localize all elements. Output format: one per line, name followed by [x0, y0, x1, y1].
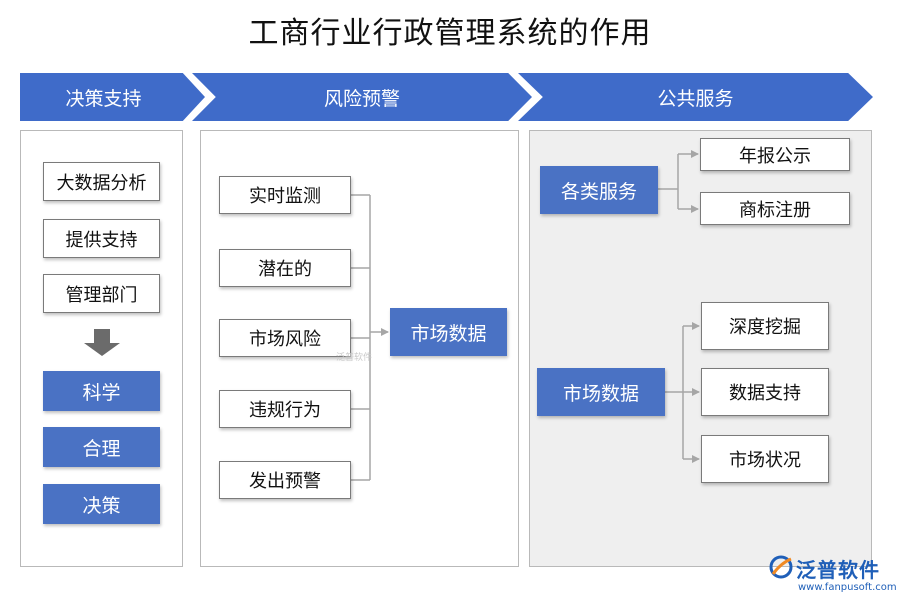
result-label: 科学 [82, 381, 121, 404]
item-label: 发出预警 [249, 471, 321, 492]
target-label: 市场数据 [410, 322, 487, 345]
data-market-status: 市场状况 [701, 435, 829, 483]
watermark: 泛普软件 [336, 353, 373, 363]
header-risk-warning-label: 风险预警 [323, 87, 400, 110]
result-label: 决策 [82, 494, 121, 517]
header-decision-support-label: 决策支持 [65, 87, 142, 110]
item-real-time-monitoring: 实时监测 [219, 176, 351, 214]
data-label: 市场状况 [729, 450, 801, 471]
source-label: 市场数据 [562, 382, 639, 405]
item-label: 市场风险 [249, 329, 321, 350]
item-issue-warning: 发出预警 [219, 461, 351, 499]
result-label: 合理 [82, 437, 121, 460]
item-label: 潜在的 [258, 259, 312, 280]
logo-url: www.fanpusoft.com [798, 582, 897, 593]
box-label: 管理部门 [65, 284, 138, 306]
box-management-department: 管理部门 [43, 274, 160, 313]
source-label: 各类服务 [560, 180, 637, 203]
box-label: 提供支持 [65, 229, 138, 251]
logo-mark-icon [769, 555, 793, 579]
item-market-risk: 市场风险 [219, 319, 351, 357]
box-provide-support: 提供支持 [43, 219, 160, 258]
box-big-data-analysis: 大数据分析 [43, 162, 160, 201]
item-violation: 违规行为 [219, 390, 351, 428]
target-market-data: 市场数据 [390, 308, 507, 356]
down-arrow-icon [84, 329, 120, 356]
data-label: 深度挖掘 [729, 317, 801, 338]
source-market-data: 市场数据 [537, 368, 665, 416]
result-scientific: 科学 [43, 371, 160, 411]
item-label: 违规行为 [249, 400, 321, 421]
data-deep-mining: 深度挖掘 [701, 302, 829, 350]
data-support: 数据支持 [701, 368, 829, 416]
header-risk-warning: 风险预警 [192, 73, 532, 121]
page-title: 工商行业行政管理系统的作用 [248, 16, 652, 51]
service-trademark-registration: 商标注册 [700, 192, 850, 225]
box-label: 大数据分析 [56, 172, 147, 194]
result-reasonable: 合理 [43, 427, 160, 467]
header-public-service: 公共服务 [518, 73, 873, 121]
result-decision: 决策 [43, 484, 160, 524]
logo-name: 泛普软件 [796, 558, 880, 582]
service-annual-report: 年报公示 [700, 138, 850, 171]
source-various-services: 各类服务 [540, 166, 658, 214]
item-potential: 潜在的 [219, 249, 351, 287]
service-label: 年报公示 [739, 145, 811, 167]
service-label: 商标注册 [739, 199, 811, 221]
item-label: 实时监测 [249, 186, 321, 207]
brand-logo: 泛普软件 www.fanpusoft.com [768, 552, 898, 598]
header-decision-support: 决策支持 [20, 73, 205, 121]
header-public-service-label: 公共服务 [657, 87, 734, 110]
data-label: 数据支持 [729, 383, 801, 404]
